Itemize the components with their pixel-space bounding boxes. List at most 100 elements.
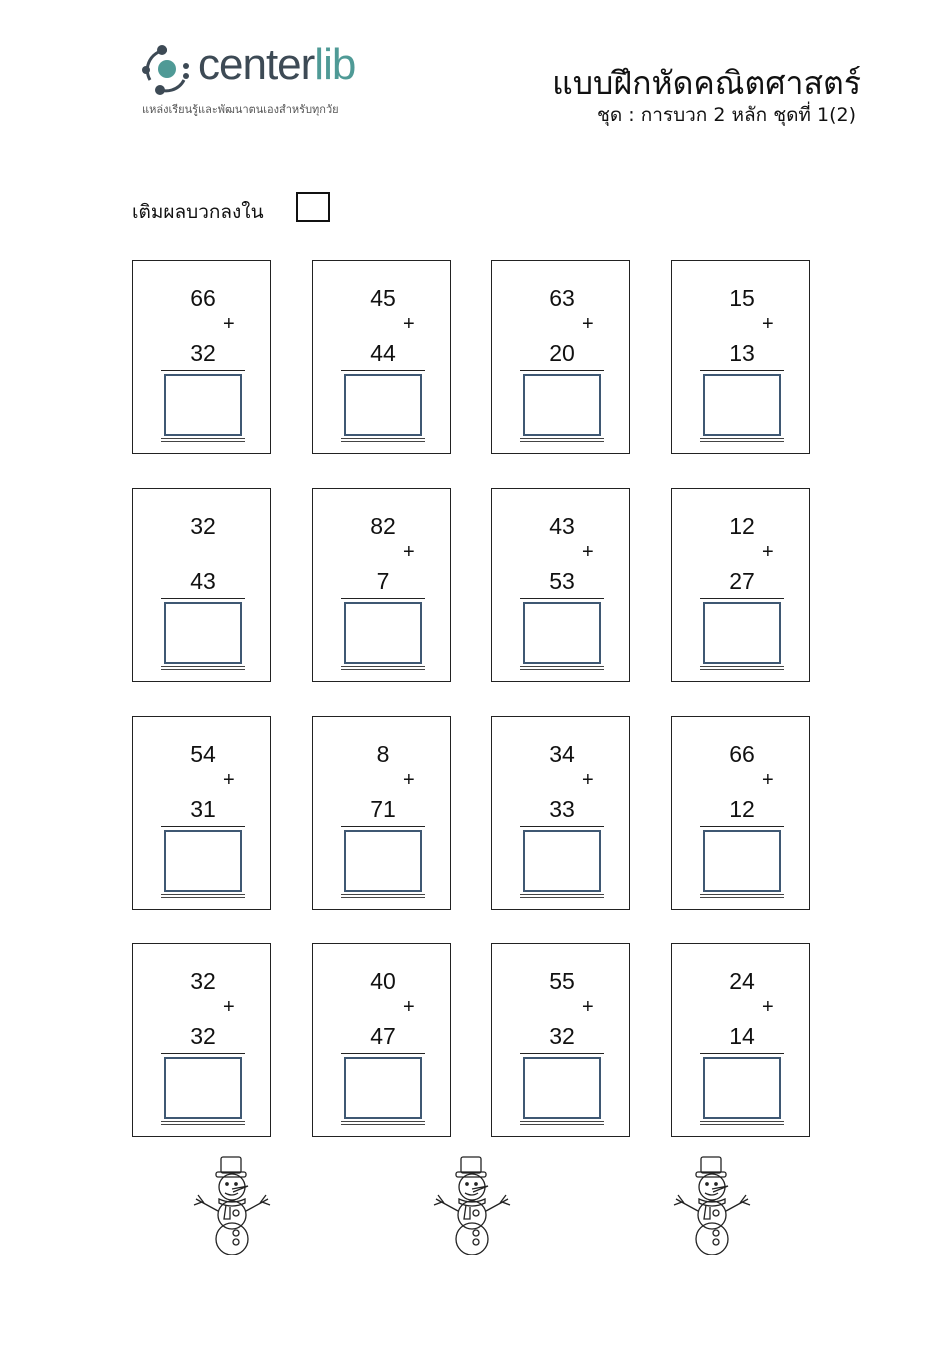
plus-sign: + bbox=[582, 769, 594, 791]
first-addend: 12 bbox=[729, 513, 755, 539]
second-addend: 13 bbox=[729, 340, 755, 366]
first-addend: 34 bbox=[549, 741, 575, 767]
second-addend: 71 bbox=[370, 796, 396, 822]
double-underline bbox=[341, 1121, 425, 1125]
problem-card: 40 + 47 bbox=[312, 943, 451, 1137]
sum-line bbox=[520, 826, 604, 827]
plus-sign: + bbox=[403, 541, 415, 563]
double-underline bbox=[520, 1121, 604, 1125]
problem-card: 12 + 27 bbox=[671, 488, 810, 682]
double-underline bbox=[700, 1121, 784, 1125]
double-underline bbox=[520, 666, 604, 670]
second-addend: 32 bbox=[190, 1023, 216, 1049]
snowman-icon bbox=[430, 1155, 514, 1259]
logo-wordmark: centerlib bbox=[198, 40, 356, 89]
first-addend: 63 bbox=[549, 285, 575, 311]
plus-sign: + bbox=[582, 313, 594, 335]
first-addend: 8 bbox=[376, 741, 390, 767]
plus-sign: + bbox=[762, 541, 774, 563]
double-underline bbox=[341, 438, 425, 442]
snowman-icon bbox=[190, 1155, 274, 1259]
first-addend: 32 bbox=[190, 513, 216, 539]
sum-line bbox=[700, 1053, 784, 1054]
double-underline bbox=[161, 438, 245, 442]
answer-box[interactable] bbox=[344, 602, 422, 664]
plus-sign: + bbox=[582, 541, 594, 563]
logo-tagline: แหล่งเรียนรู้และพัฒนาตนเองสำหรับทุกวัย bbox=[142, 103, 339, 116]
first-addend: 15 bbox=[729, 285, 755, 311]
problem-card: 66 + 12 bbox=[671, 716, 810, 910]
answer-box[interactable] bbox=[164, 830, 242, 892]
sum-line bbox=[520, 1053, 604, 1054]
centerlib-logo: centerlib แหล่งเรียนรู้และพัฒนาตนเองสำหร… bbox=[140, 40, 400, 120]
answer-box[interactable] bbox=[523, 602, 601, 664]
double-underline bbox=[161, 666, 245, 670]
problem-card: 54 + 31 bbox=[132, 716, 271, 910]
sum-line bbox=[520, 598, 604, 599]
double-underline bbox=[700, 894, 784, 898]
second-addend: 43 bbox=[190, 568, 216, 594]
sum-line bbox=[161, 1053, 245, 1054]
problem-card: 82 + 7 bbox=[312, 488, 451, 682]
first-addend: 45 bbox=[370, 285, 396, 311]
answer-box[interactable] bbox=[344, 1057, 422, 1119]
answer-box[interactable] bbox=[164, 602, 242, 664]
double-underline bbox=[341, 666, 425, 670]
answer-box[interactable] bbox=[703, 1057, 781, 1119]
logo-network-icon bbox=[142, 45, 189, 95]
plus-sign: + bbox=[223, 313, 235, 335]
double-underline bbox=[341, 894, 425, 898]
first-addend: 24 bbox=[729, 968, 755, 994]
answer-box[interactable] bbox=[523, 830, 601, 892]
problem-card: 55 + 32 bbox=[491, 943, 630, 1137]
second-addend: 47 bbox=[370, 1023, 396, 1049]
problem-card: 43 + 53 bbox=[491, 488, 630, 682]
second-addend: 32 bbox=[549, 1023, 575, 1049]
double-underline bbox=[161, 894, 245, 898]
sum-line bbox=[700, 598, 784, 599]
first-addend: 54 bbox=[190, 741, 216, 767]
answer-box[interactable] bbox=[703, 602, 781, 664]
answer-box[interactable] bbox=[164, 1057, 242, 1119]
second-addend: 53 bbox=[549, 568, 575, 594]
sum-line bbox=[161, 370, 245, 371]
plus-sign: + bbox=[223, 996, 235, 1018]
sum-line bbox=[700, 826, 784, 827]
sum-line bbox=[520, 370, 604, 371]
problem-card: 34 + 33 bbox=[491, 716, 630, 910]
first-addend: 55 bbox=[549, 968, 575, 994]
problem-card: 15 + 13 bbox=[671, 260, 810, 454]
plus-sign: + bbox=[762, 996, 774, 1018]
sum-line bbox=[161, 598, 245, 599]
problem-card: 24 + 14 bbox=[671, 943, 810, 1137]
answer-box[interactable] bbox=[703, 830, 781, 892]
answer-box[interactable] bbox=[703, 374, 781, 436]
double-underline bbox=[520, 894, 604, 898]
plus-sign: + bbox=[582, 996, 594, 1018]
sum-line bbox=[341, 598, 425, 599]
answer-box[interactable] bbox=[523, 1057, 601, 1119]
first-addend: 43 bbox=[549, 513, 575, 539]
sum-line bbox=[700, 370, 784, 371]
plus-sign: + bbox=[403, 996, 415, 1018]
second-addend: 12 bbox=[729, 796, 755, 822]
double-underline bbox=[161, 1121, 245, 1125]
sum-line bbox=[341, 826, 425, 827]
answer-box[interactable] bbox=[344, 374, 422, 436]
problem-card: 32 + 32 bbox=[132, 943, 271, 1137]
answer-box[interactable] bbox=[523, 374, 601, 436]
answer-box[interactable] bbox=[344, 830, 422, 892]
second-addend: 7 bbox=[376, 568, 390, 594]
page-title: แบบฝึกหัดคณิตศาสตร์ bbox=[552, 64, 861, 102]
first-addend: 82 bbox=[370, 513, 396, 539]
plus-sign: + bbox=[223, 769, 235, 791]
sum-line bbox=[341, 1053, 425, 1054]
problem-card: 32 43 bbox=[132, 488, 271, 682]
plus-sign: + bbox=[403, 313, 415, 335]
instruction-text: เติมผลบวกลงใน bbox=[132, 201, 264, 223]
problem-card: 45 + 44 bbox=[312, 260, 451, 454]
second-addend: 31 bbox=[190, 796, 216, 822]
first-addend: 40 bbox=[370, 968, 396, 994]
instruction-box-example bbox=[296, 192, 330, 222]
answer-box[interactable] bbox=[164, 374, 242, 436]
